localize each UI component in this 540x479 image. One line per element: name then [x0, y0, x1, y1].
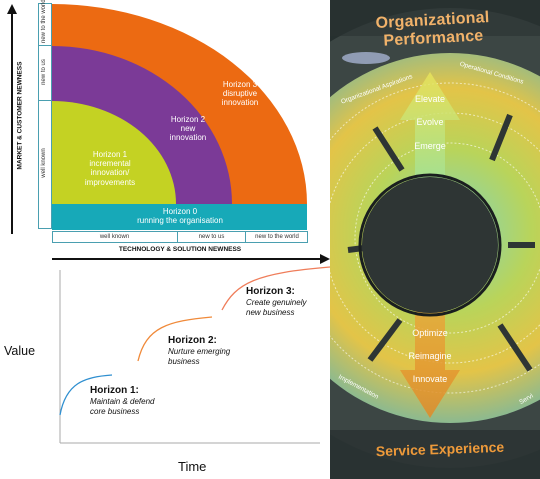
down-words: Optimize Reimagine Innovate	[400, 328, 460, 384]
horizons-curve: Value Time Horizon 1: Maintain & defend …	[0, 265, 330, 479]
curve-h1-label: Horizon 1: Maintain & defend core busine…	[90, 385, 155, 416]
y-level-boxes	[38, 3, 52, 229]
horizon-3-curve	[221, 266, 330, 311]
divider	[177, 231, 178, 243]
horizon-0-bar	[52, 204, 307, 230]
curve-h2-label: Horizon 2: Nurture emerging business	[168, 335, 231, 366]
horizon-1-arc	[52, 101, 176, 204]
x-axis-arrow	[52, 254, 330, 264]
divider	[245, 231, 246, 243]
x-axis-label: TECHNOLOGY & SOLUTION NEWNESS	[118, 246, 242, 253]
curve-axes	[59, 266, 330, 444]
horizons-arcs	[52, 4, 307, 230]
word-elevate: Elevate	[414, 94, 446, 104]
word-emerge: Emerge	[414, 141, 446, 151]
x-level-new-to-us: new to us	[198, 234, 225, 240]
word-optimize: Optimize	[412, 328, 448, 338]
horizon-1-curve	[59, 374, 113, 416]
h3-label: Horizon 3 disruptive innovation	[221, 80, 259, 108]
curve-h3-label: Horizon 3: Create genuinely new business	[246, 286, 307, 317]
blurred-logo	[342, 52, 390, 64]
down-arrow	[400, 300, 460, 418]
horizon-2-curve	[137, 316, 213, 362]
time-label: Time	[178, 459, 207, 474]
h0-label: Horizon 0 running the organisation	[137, 207, 223, 226]
h1-label: Horizon 1 incremental innovation/ improv…	[84, 150, 136, 187]
x-level-boxes	[52, 231, 308, 243]
up-words: Elevate Evolve Emerge	[400, 94, 460, 151]
divider	[38, 100, 52, 101]
wheel-graphic	[330, 0, 540, 479]
center-hub	[362, 177, 498, 313]
divider	[38, 45, 52, 46]
word-innovate: Innovate	[412, 374, 448, 384]
word-evolve: Evolve	[416, 117, 444, 127]
h2-label: Horizon 2 new innovation	[169, 115, 207, 143]
up-arrow	[400, 72, 460, 190]
x-level-well-known: well known	[99, 234, 130, 240]
performance-wheel: Organizational Performance Service Exper…	[330, 0, 540, 479]
word-reimagine: Reimagine	[408, 351, 452, 361]
x-level-new-to-world: new to the world	[255, 234, 299, 240]
horizons-matrix: MARKET & CUSTOMER NEWNESS new to the wor…	[0, 0, 330, 265]
value-label: Value	[4, 344, 36, 358]
y-axis-arrow	[7, 4, 17, 234]
